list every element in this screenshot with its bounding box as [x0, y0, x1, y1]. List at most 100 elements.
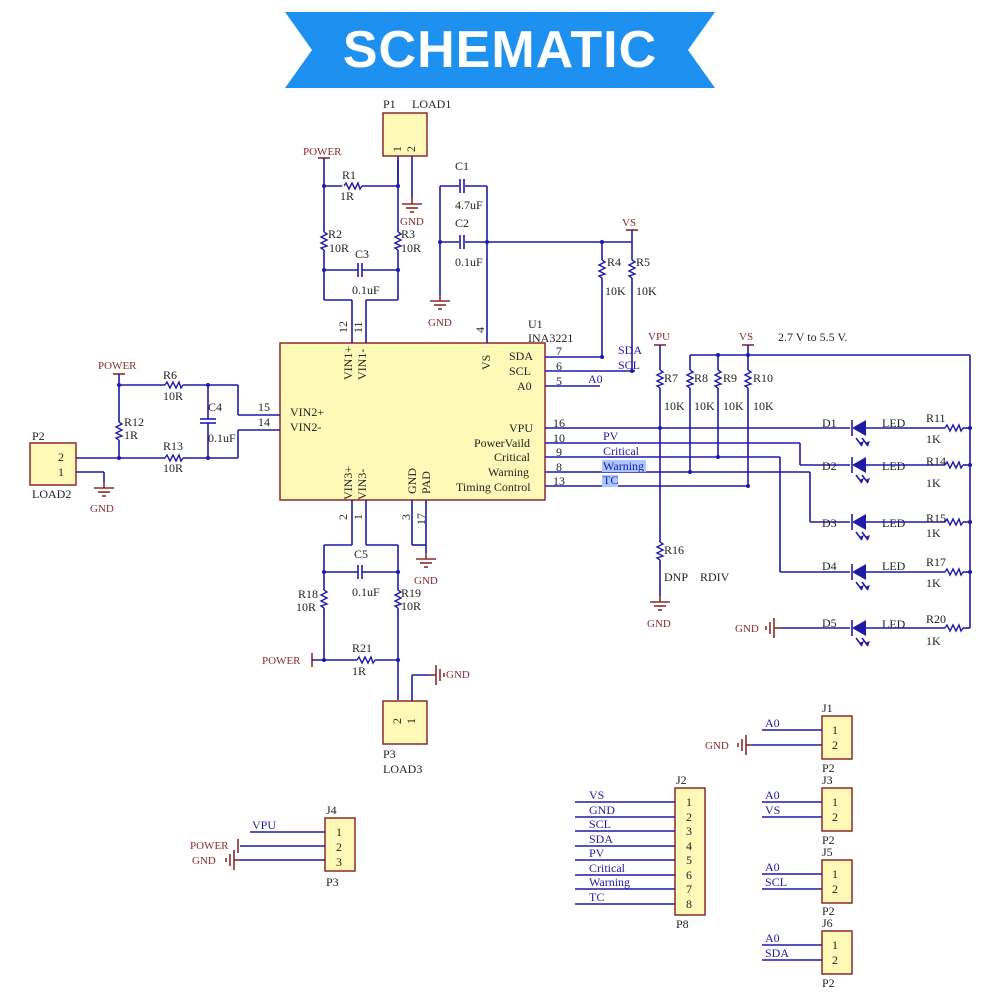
u1-pin-a0: A0 [517, 379, 532, 393]
u1-pin-sda: SDA [509, 349, 533, 363]
p3-name: LOAD3 [383, 762, 422, 776]
c2-value: 0.1uF [455, 255, 483, 269]
r21-value: 1R [352, 664, 366, 678]
j2-pin-list: 1 2 3 4 5 6 7 8 [686, 795, 692, 911]
u1-pin-wires [238, 186, 748, 545]
j5-pin-2: 2 [832, 882, 838, 896]
j6-ref: J6 [822, 916, 833, 930]
u1-pin-vin1p: VIN1+ [341, 346, 355, 380]
r9-ref: R9 [723, 371, 737, 385]
u1-pin-num-2: 2 [336, 514, 350, 520]
r11-value: 1K [926, 432, 941, 446]
p2-ref: P2 [32, 429, 45, 443]
shunt-network-3: R18 10R R19 10R C5 0.1uF POWER R21 1R 2 … [262, 544, 470, 776]
u1-ref: U1 [528, 317, 543, 331]
j3-net-1: A0 [765, 788, 780, 802]
r5-value: 10K [636, 284, 657, 298]
r6-ref: R6 [163, 368, 177, 382]
p1-pin-1: 1 [390, 146, 404, 152]
j2-net-gnd: GND [589, 803, 615, 817]
d5-ref: D5 [822, 616, 837, 630]
r15-value: 1K [926, 526, 941, 540]
r1-ref: R1 [342, 168, 356, 182]
r5-ref: R5 [636, 255, 650, 269]
r10-value: 10K [753, 399, 774, 413]
r2-ref: R2 [328, 227, 342, 241]
j4-foot: P3 [326, 875, 339, 889]
gnd-label-p2: GND [90, 503, 114, 515]
j6-connector [821, 930, 853, 975]
d1-label: LED [882, 416, 906, 430]
j1-pin-2: 2 [832, 738, 838, 752]
net-critical: Critical [603, 444, 640, 458]
j4-pin-3: 3 [336, 855, 342, 869]
j2-net-sda: SDA [589, 832, 613, 846]
u1-pin-num-6: 6 [556, 359, 562, 373]
u1-pin-vin2p: VIN2+ [290, 405, 324, 419]
j2-net-vs: VS [589, 788, 604, 802]
u1-pin-gnd: GND [405, 468, 419, 494]
j6-net-1: A0 [765, 931, 780, 945]
r12-ref: R12 [124, 415, 144, 429]
j2-net-tc: TC [589, 890, 604, 904]
r17-ref: R17 [926, 555, 946, 569]
title-banner: SCHEMATIC [0, 0, 1000, 100]
u1-pin-num-12: 12 [336, 321, 350, 333]
j2-net-scl: SCL [589, 817, 611, 831]
alert-outputs: VPU R7 10K R16 DNP RDIV GND VS 2.7 V to … [602, 330, 972, 648]
j2-pin-1: 1 [686, 795, 692, 809]
net-scl-u1: SCL [618, 358, 640, 372]
u1-part: INA3221 [528, 331, 573, 345]
j2-net-wires [575, 801, 675, 905]
p1-connector [382, 112, 428, 157]
j2-pin-2: 2 [686, 810, 692, 824]
j5-net-1: A0 [765, 860, 780, 874]
j6-foot: P2 [822, 976, 835, 990]
j1-net-1: A0 [765, 716, 780, 730]
power-label-3: POWER [262, 655, 301, 667]
gnd-label-d5: GND [735, 623, 759, 635]
j2-pin-4: 4 [686, 839, 692, 853]
u1-pin-num-1: 1 [351, 514, 365, 520]
j1-foot: P2 [822, 761, 835, 775]
j2-pin-8: 8 [686, 897, 692, 911]
u1-pin-num-10: 10 [553, 431, 565, 445]
u1-pin-num-5: 5 [556, 374, 562, 388]
j3-net-2: VS [765, 803, 780, 817]
shunt-network-2: POWER R12 1R R6 10R R13 10R C4 0.1uF P2 … [29, 360, 239, 515]
r16-ref: R16 [664, 543, 684, 557]
r17-value: 1K [926, 576, 941, 590]
j6-net-2: SDA [765, 946, 789, 960]
u1-pin-num-14: 14 [258, 415, 270, 429]
vs-label-2: VS [739, 331, 753, 343]
p2-connector [29, 442, 77, 486]
j2-foot: P8 [676, 917, 689, 931]
net-tc: TC [603, 473, 618, 487]
banner-ribbon-shape [285, 12, 715, 88]
r18-ref: R18 [298, 587, 318, 601]
u1-pin-pad: PAD [419, 471, 433, 494]
gnd-label-p3: GND [446, 669, 470, 681]
u1-pin-critical: Critical [494, 450, 531, 464]
j4-net-vpu: VPU [252, 818, 276, 832]
r14-value: 1K [926, 476, 941, 490]
c3-value: 0.1uF [352, 283, 380, 297]
r16-rdiv: RDIV [700, 570, 730, 584]
d2-label: LED [882, 459, 906, 473]
banner-title: SCHEMATIC [342, 21, 658, 79]
j2-main-header: J2 P8 1 2 3 4 5 6 7 8 VS GND SCL SDA PV … [575, 773, 706, 931]
j2-net-warning: Warning [589, 875, 630, 889]
r20-ref: R20 [926, 612, 946, 626]
u1-pin-num-9: 9 [556, 445, 562, 459]
p1-name: LOAD1 [412, 97, 451, 111]
p1-pin-2: 2 [404, 146, 418, 152]
r11-ref: R11 [926, 411, 946, 425]
j2-pin-5: 5 [686, 853, 692, 867]
vpu-label: VPU [648, 331, 670, 343]
p3-pin-2: 2 [390, 718, 404, 724]
j2-net-pv: PV [589, 846, 605, 860]
r3-value: 10R [401, 241, 421, 255]
j1-connector [821, 715, 853, 760]
c4-ref: C4 [208, 400, 222, 414]
